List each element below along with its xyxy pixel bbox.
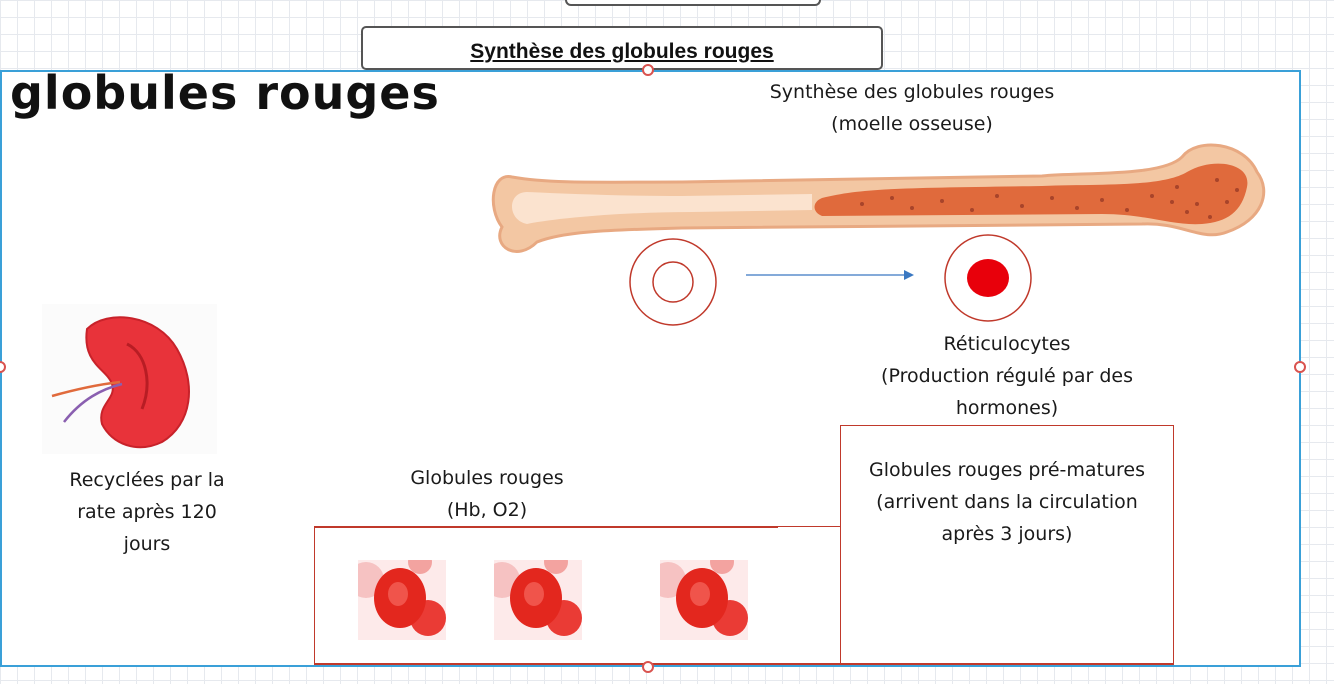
red-cells-line2: (Hb, O2) — [446, 499, 528, 521]
premature-box[interactable] — [840, 425, 1174, 665]
premature-caption: Globules rouges pré-matures (arrivent da… — [842, 454, 1172, 550]
red-blood-cell-image — [494, 560, 582, 640]
resize-handle-left[interactable] — [0, 361, 6, 373]
spleen-illustration — [42, 304, 217, 454]
bone-illustration — [491, 143, 1266, 253]
resize-handle-top[interactable] — [642, 64, 654, 76]
premature-line2: (arrivent dans la circulation — [876, 491, 1138, 513]
red-blood-cell-image — [660, 560, 748, 640]
premature-line3: après 3 jours) — [941, 523, 1073, 545]
reticulocytes-caption: Réticulocytes (Production régulé par des… — [847, 328, 1167, 424]
slide-title: Synthèse des globules rouges — [470, 40, 774, 63]
red-blood-cell-image — [358, 560, 446, 640]
immature-cell-icon — [629, 238, 717, 326]
reticulocytes-line3: hormones) — [955, 397, 1059, 419]
arrow-icon — [746, 270, 914, 280]
red-cells-line1: Globules rouges — [410, 467, 564, 489]
spleen-caption: Recyclées par la rate après 120 jours — [42, 464, 252, 560]
bone-caption: Synthèse des globules rouges (moelle oss… — [732, 76, 1092, 140]
red-cells-caption: Globules rouges (Hb, O2) — [382, 462, 592, 526]
top-tab — [565, 0, 821, 6]
spleen-line2: rate après 120 — [77, 501, 217, 523]
slide-title-box[interactable]: Synthèse des globules rouges — [361, 26, 883, 70]
slide-canvas[interactable]: globules rouges Synthèse des globules ro… — [0, 70, 1301, 667]
reticulocytes-line1: Réticulocytes — [943, 333, 1071, 355]
resize-handle-right[interactable] — [1294, 361, 1306, 373]
red-cells-box-join — [314, 526, 778, 528]
reticulocyte-cell-icon — [944, 234, 1032, 322]
red-cells-box-bottom — [314, 663, 1174, 665]
spleen-line3: jours — [123, 533, 171, 555]
bone-caption-line2: (moelle osseuse) — [831, 113, 993, 135]
reticulocytes-line2: (Production régulé par des — [881, 365, 1133, 387]
slide-heading: globules rouges — [10, 70, 440, 120]
bone-caption-line1: Synthèse des globules rouges — [769, 81, 1055, 103]
spleen-line1: Recyclées par la — [69, 469, 225, 491]
resize-handle-bottom[interactable] — [642, 661, 654, 673]
premature-line1: Globules rouges pré-matures — [868, 459, 1145, 481]
